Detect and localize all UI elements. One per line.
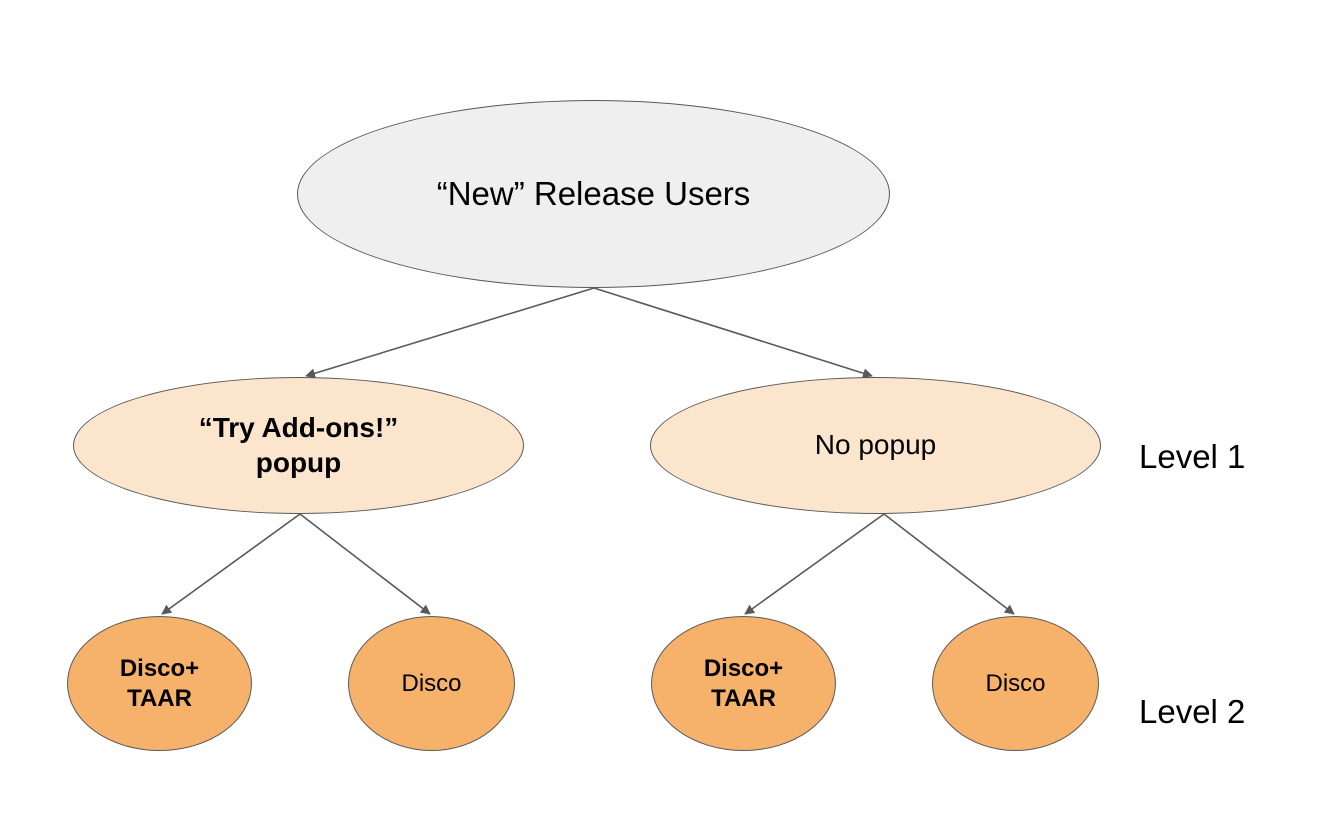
level1-node-no-popup: No popup [650, 377, 1101, 514]
edge-no-popup-to-disco [883, 513, 1015, 615]
edge-root-to-no-popup [593, 287, 873, 379]
level2-node-disco-right: Disco [932, 616, 1099, 751]
level2-node-disco-left: Disco [348, 616, 515, 751]
level1-node-label: “Try Add-ons!” popup [198, 412, 399, 478]
edge-try-addons-to-disco [299, 513, 431, 615]
edge-try-addons-to-disco-taar [161, 513, 301, 615]
edge-no-popup-to-disco-taar [744, 513, 885, 615]
level1-node-label: No popup [814, 429, 937, 461]
level2-node-label: Disco+ TAAR [119, 655, 200, 712]
level2-node-label: Disco [401, 669, 462, 697]
level-1-label: Level 1 [1139, 438, 1246, 475]
level2-node-disco-taar-left: Disco+ TAAR [67, 616, 252, 751]
level2-node-label: Disco [985, 669, 1046, 697]
level-2-label: Level 2 [1139, 693, 1246, 730]
level2-node-label: Disco+ TAAR [703, 655, 784, 712]
root-node-label: “New” Release Users [436, 174, 751, 212]
level2-node-disco-taar-right: Disco+ TAAR [651, 616, 836, 751]
root-node-new-release-users: “New” Release Users [297, 100, 890, 288]
edge-root-to-try-addons [305, 287, 595, 379]
level1-node-try-addons-popup: “Try Add-ons!” popup [73, 377, 524, 514]
